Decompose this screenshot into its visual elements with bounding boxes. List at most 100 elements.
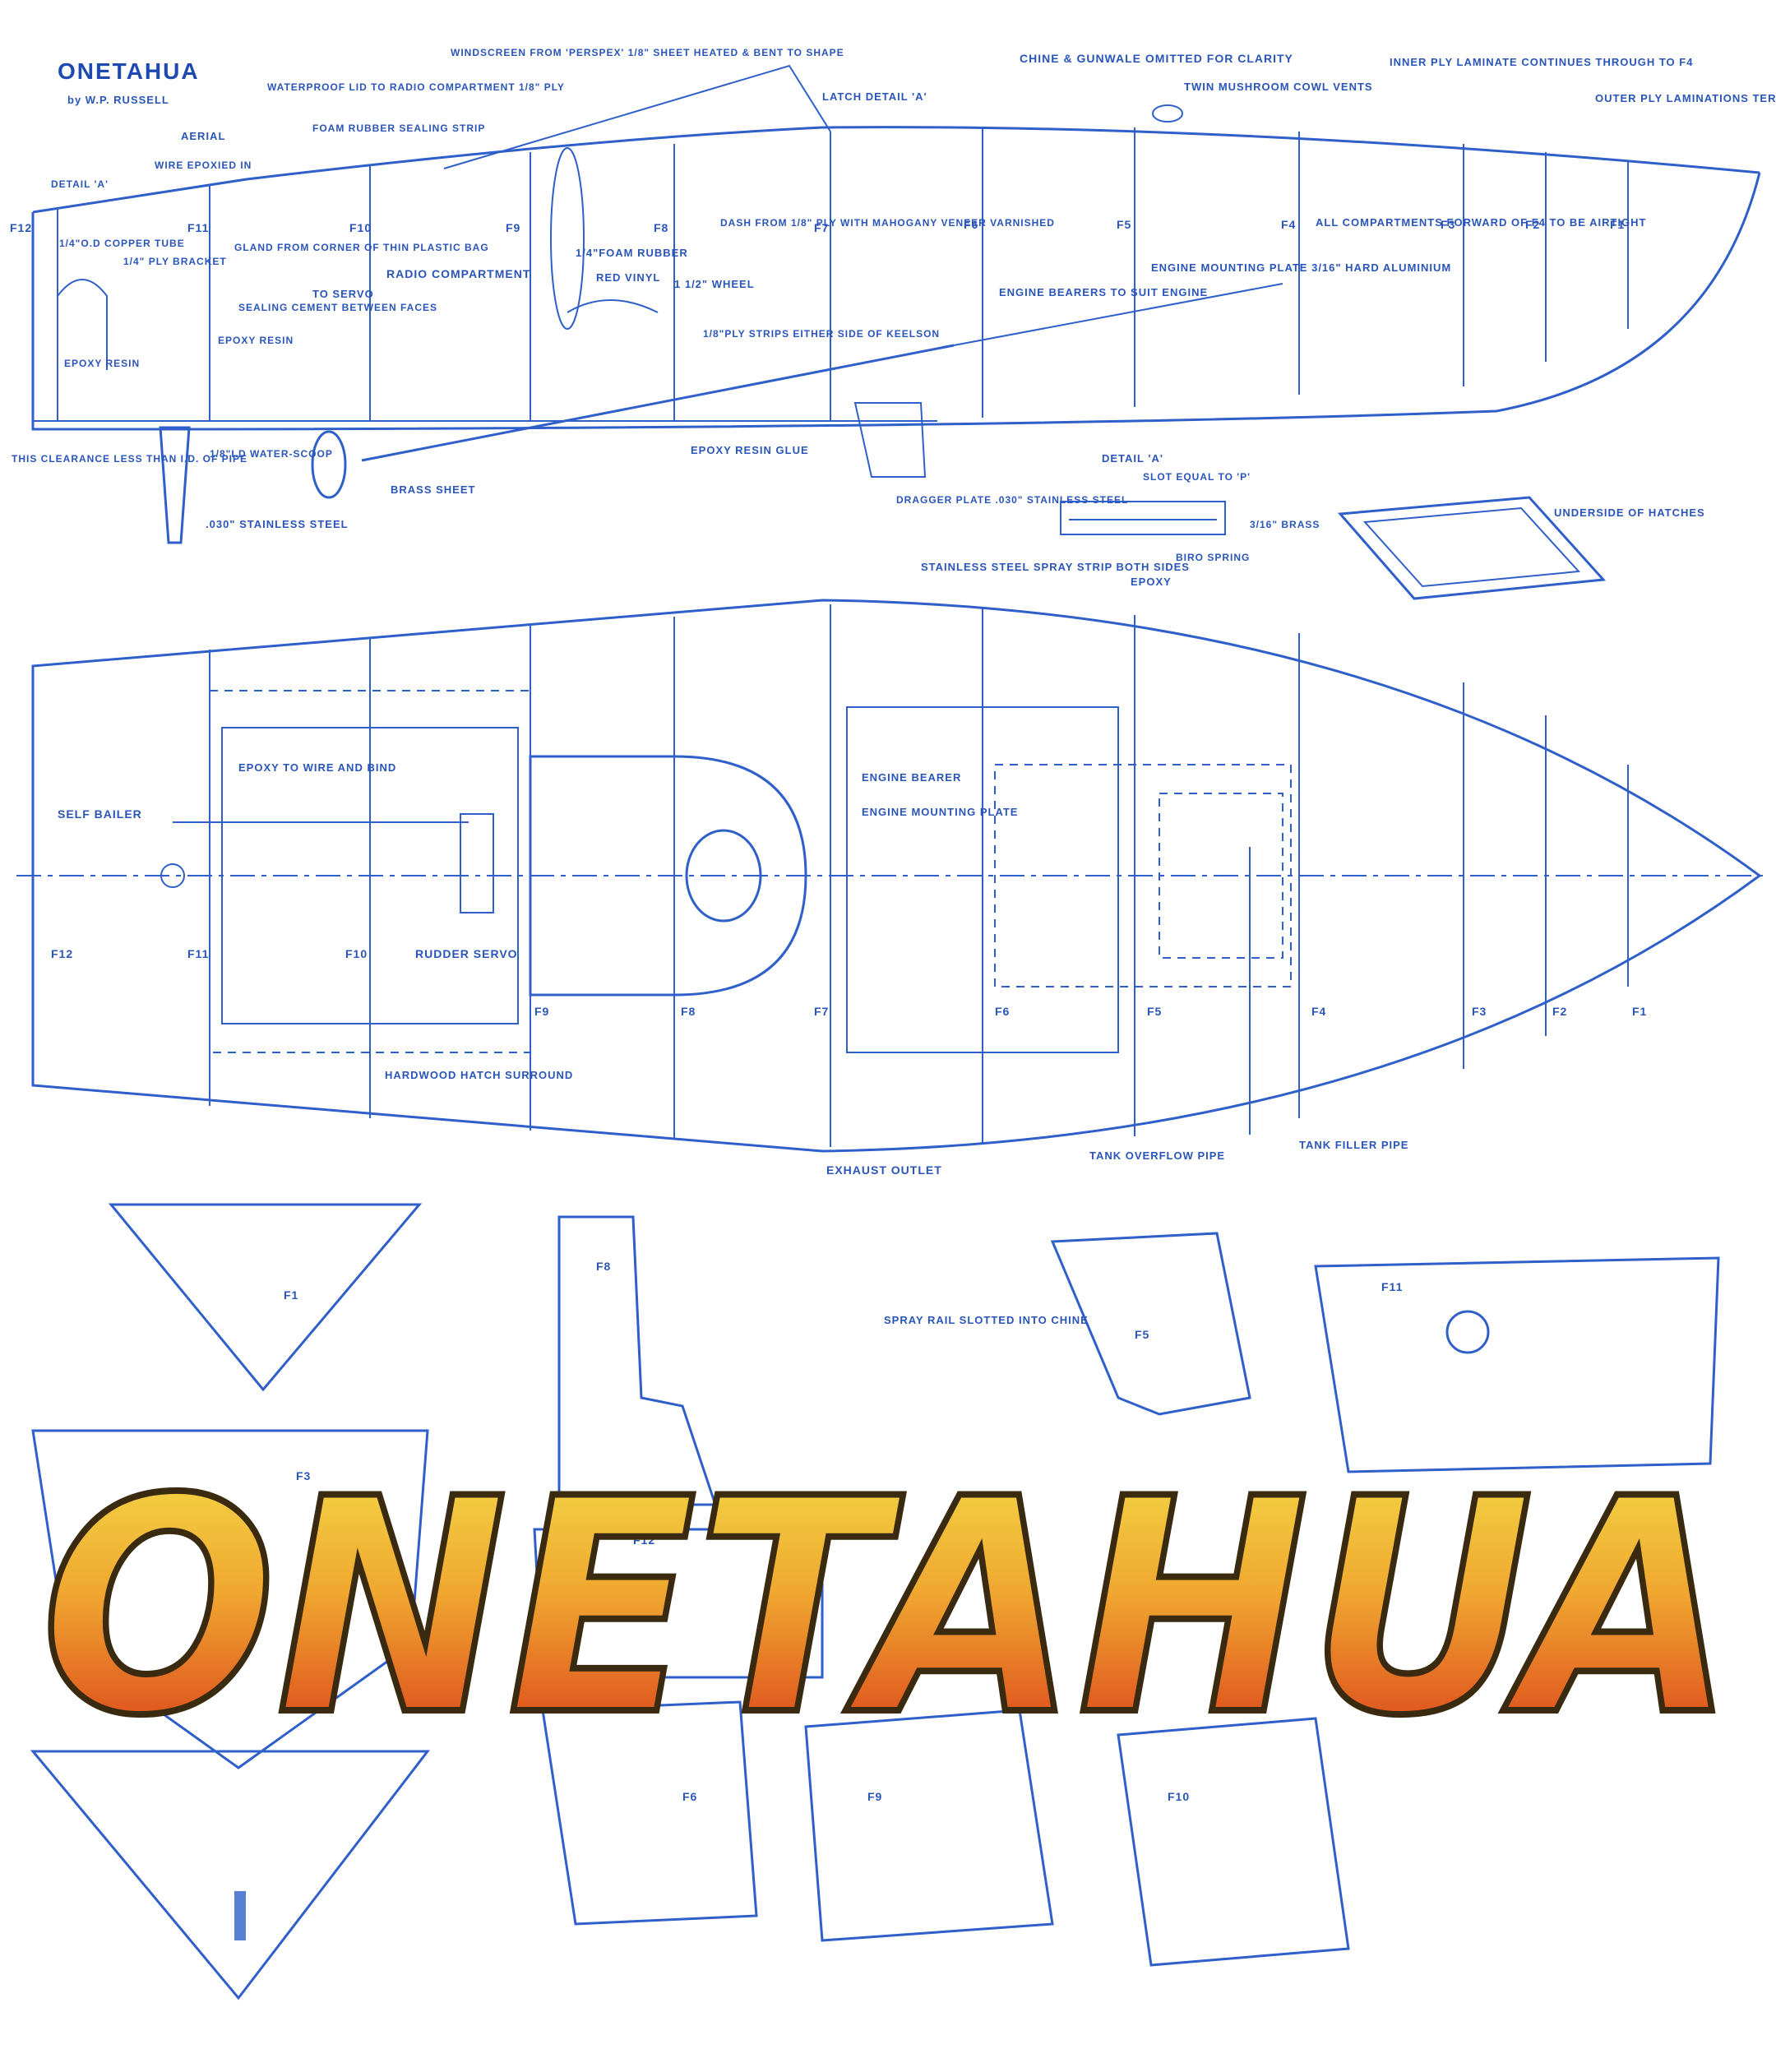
plan-label-f8: F8 [681, 1005, 696, 1018]
side-label-f7: F7 [814, 221, 829, 234]
note-brass-sheet: BRASS SHEET [391, 483, 475, 496]
drive-shaft [361, 344, 955, 462]
template-f9 [804, 1709, 1054, 1942]
template-f8 [557, 1215, 718, 1506]
note-clearance: THIS CLEARANCE LESS THAN I.D. OF PIPE [12, 453, 247, 465]
hatch-underside [1337, 496, 1607, 600]
note-gland: GLAND FROM CORNER OF THIN PLASTIC BAG [234, 242, 489, 253]
engine-mount [1159, 793, 1283, 959]
plan-label-f9: F9 [534, 1005, 549, 1018]
plan-label-f11: F11 [187, 947, 209, 960]
frame-templates: F1 F8 F5 F11 F3 F12 F6 F9 F10 SPRAY RAIL… [30, 1203, 1720, 2000]
detail-a-spring: BIRO SPRING [1176, 552, 1250, 563]
hardwood-surround [209, 690, 531, 1053]
note-red-vinyl: RED VINYL [596, 271, 660, 284]
plan-label-f4: F4 [1311, 1005, 1326, 1018]
side-label-f3: F3 [1441, 218, 1455, 231]
radio-hatch [221, 727, 519, 1024]
note-to-servo: TO SERVO [312, 288, 374, 300]
note-epoxy: EPOXY [1131, 576, 1172, 588]
note-ply-bracket: 1/4" PLY BRACKET [123, 256, 227, 267]
dragger-plate [853, 402, 927, 478]
note-epoxy-resin-2: EPOXY RESIN [64, 358, 140, 369]
mushroom-vent [1152, 104, 1183, 123]
seat [567, 299, 659, 313]
template-label-f9: F9 [867, 1790, 882, 1803]
template-f11 [1314, 1256, 1720, 1473]
note-chine-gunwale: CHINE & GUNWALE OMITTED FOR CLARITY [1020, 52, 1293, 65]
side-label-f11: F11 [187, 221, 209, 234]
template-f1 [108, 1203, 423, 1392]
plan-annotations: STAINLESS STEEL SPRAY STRIP BOTH SIDES E… [58, 561, 1408, 1177]
plan-frames [209, 604, 1629, 1147]
template-f3 [31, 1429, 429, 1769]
side-label-f5: F5 [1117, 218, 1131, 231]
side-frame-labels: F12 F11 F10 F9 F8 F7 F6 F5 F4 F3 F2 F1 [10, 218, 1625, 234]
plan-byline: by W.P. RUSSELL [67, 94, 169, 106]
hull-bottom [213, 172, 1761, 431]
side-label-f6: F6 [964, 218, 978, 231]
rudder [159, 426, 191, 544]
note-foam-strip: FOAM RUBBER SEALING STRIP [312, 123, 485, 134]
plan-label-f2: F2 [1552, 1005, 1567, 1018]
steering-wheel [685, 829, 762, 923]
rudder-pivot [160, 863, 185, 888]
note-aerial: AERIAL [181, 130, 225, 142]
propeller [311, 430, 347, 499]
detail-a-slot: SLOT EQUAL TO 'P' [1143, 471, 1251, 483]
template-bottom [30, 1750, 431, 2000]
side-label-f4: F4 [1281, 218, 1296, 231]
note-overflow: TANK OVERFLOW PIPE [1089, 1149, 1225, 1162]
note-foam-rubber: 1/4"FOAM RUBBER [576, 247, 688, 259]
deck-line [32, 126, 1760, 214]
plan-view: F12 F11 F10 F9 F8 F7 F6 F5 F4 F3 F2 F1 S… [16, 561, 1768, 1177]
note-epoxy-resin-1: EPOXY RESIN [218, 335, 294, 346]
detail-a-block: DETAIL 'A' SLOT EQUAL TO 'P' 3/16" BRASS… [1060, 452, 1704, 600]
side-label-f8: F8 [654, 221, 668, 234]
template-label-f6: F6 [682, 1790, 697, 1803]
note-spray-rail: SPRAY RAIL SLOTTED INTO CHINE [884, 1314, 1089, 1326]
template-label-f5: F5 [1135, 1328, 1149, 1341]
engine-hatch [846, 706, 1119, 1053]
plan-label-f6: F6 [995, 1005, 1010, 1018]
note-detail-a: DETAIL 'A' [51, 178, 109, 190]
side-label-f10: F10 [349, 221, 372, 234]
logo-text: ONETAHUA [41, 1436, 1735, 1780]
plan-label-f1: F1 [1632, 1005, 1647, 1018]
side-label-f1: F1 [1610, 218, 1625, 231]
template-label-f1: F1 [284, 1288, 298, 1302]
side-view: ONETAHUA by W.P. RUSSELL F12 F11 [10, 47, 1776, 544]
rudder-servo-body [460, 813, 494, 913]
windscreen [443, 64, 831, 169]
template-label-f8: F8 [596, 1260, 611, 1273]
transom [31, 212, 214, 431]
plan-frame-labels: F12 F11 F10 F9 F8 F7 F6 F5 F4 F3 F2 F1 [51, 947, 1647, 1018]
template-f5 [1050, 1232, 1251, 1416]
note-engine-bearers: ENGINE BEARERS TO SUIT ENGINE [999, 286, 1208, 298]
note-outer-ply: OUTER PLY LAMINATIONS TERMINATE HERE [1595, 92, 1776, 104]
foam-rubber [550, 147, 585, 330]
template-label-f12: F12 [633, 1533, 655, 1547]
note-exhaust: EXHAUST OUTLET [826, 1163, 942, 1177]
note-self-bailer: SELF BAILER [58, 807, 142, 821]
note-windscreen: WINDSCREEN FROM 'PERSPEX' 1/8" SHEET HEA… [451, 47, 844, 58]
note-latch-detail: LATCH DETAIL 'A' [822, 90, 927, 103]
note-wheel: 1 1/2" WHEEL [674, 278, 755, 290]
detail-a-brass: 3/16" BRASS [1250, 519, 1320, 530]
note-waterproof-lid: WATERPROOF LID TO RADIO COMPARTMENT 1/8"… [267, 81, 565, 93]
template-slot [234, 1891, 246, 1940]
side-label-f2: F2 [1525, 218, 1540, 231]
note-water-scoop: 1/8"I.D WATER-SCOOP [210, 448, 333, 460]
note-epoxy-wire: EPOXY TO WIRE AND BIND [238, 761, 396, 774]
note-dash: DASH FROM 1/8" PLY WITH MAHOGANY VENEER … [720, 217, 1055, 229]
engine-line [953, 283, 1283, 346]
plan-label-f3: F3 [1472, 1005, 1487, 1018]
note-filler: TANK FILLER PIPE [1299, 1139, 1408, 1151]
note-spray-strip: STAINLESS STEEL SPRAY STRIP BOTH SIDES [921, 561, 1190, 573]
note-epoxy-resin-glue: EPOXY RESIN GLUE [691, 444, 809, 456]
note-twin-vents: TWIN MUSHROOM COWL VENTS [1184, 81, 1373, 93]
note-airtight: ALL COMPARTMENTS FORWARD OF F4 TO BE AIR… [1316, 216, 1647, 229]
engine-plate-outline [994, 764, 1292, 987]
template-label-f10: F10 [1168, 1790, 1190, 1803]
